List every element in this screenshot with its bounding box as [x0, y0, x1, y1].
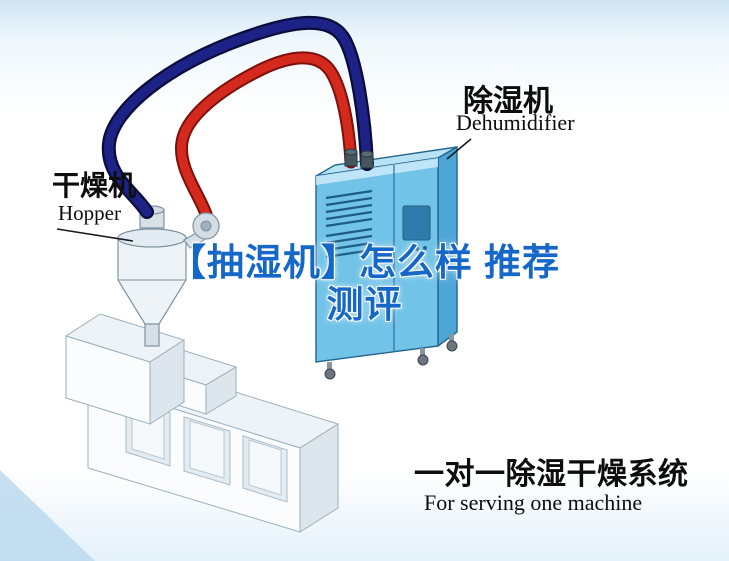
vent-grille [325, 189, 373, 259]
watermark-title: 【抽湿机】怎么样 推荐 测评 [0, 242, 729, 326]
control-panel [402, 205, 431, 241]
return-pipe [175, 51, 358, 221]
panel-button [423, 246, 427, 250]
panel-button [407, 248, 411, 252]
panel-button [415, 247, 419, 251]
hopper-blower [183, 212, 220, 249]
dehumidifier-leader-line [446, 138, 472, 160]
dehumidifier-illustration [315, 145, 458, 380]
watermark-line2: 测评 [326, 284, 403, 325]
supply-pipe [101, 15, 374, 219]
pipe-connectors [344, 148, 374, 169]
watermark-line1: 【抽湿机】怎么样 推荐 [168, 242, 561, 283]
caster-wheels [324, 334, 458, 380]
caption-cn: 一对一除湿干燥系统 [414, 458, 689, 491]
hopper-label-cn: 干燥机 [52, 170, 137, 201]
corner-accent-shape [0, 470, 95, 561]
hopper-leader-line [56, 228, 134, 242]
extruder-illustration [64, 313, 340, 533]
dehumidifier-label-cn: 除湿机 [463, 85, 553, 118]
caption-en: For serving one machine [424, 490, 643, 515]
hopper-label-en: Hopper [58, 201, 121, 225]
dehumidifier-label-en: Dehumidifier [456, 110, 575, 135]
